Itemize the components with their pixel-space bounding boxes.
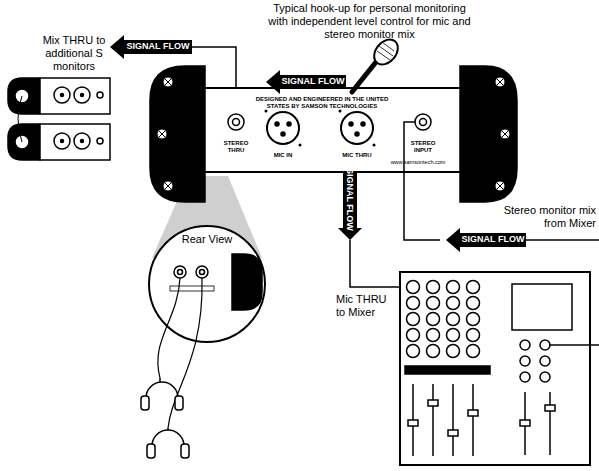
panel-label: MIC THRU <box>332 152 382 159</box>
inset-title: Rear View <box>167 233 247 246</box>
rear-view-inset: Rear View <box>149 226 265 342</box>
headphones <box>147 428 189 458</box>
mini-monitor <box>8 124 110 160</box>
note-label: Mic THRU to Mixer <box>336 293 398 319</box>
panel-label: MIC IN <box>263 152 303 159</box>
signal-flow-arrow: SIGNAL FLOW <box>345 167 356 231</box>
signal-flow-arrow: SIGNAL FLOW <box>124 41 192 52</box>
panel-label: www.samsontech.com <box>378 159 458 165</box>
caption-note: Typical hook-up for personal monitoring … <box>262 2 477 42</box>
mini-monitor <box>8 78 110 114</box>
panel-label: STEREO THRU <box>221 140 251 154</box>
note-label: Stereo monitor mix from Mixer <box>494 204 596 230</box>
headphones <box>141 378 183 410</box>
panel-label: STEREO INPUT <box>408 140 438 154</box>
panel-label: DESIGNED AND ENGINEERED IN THE UNITED ST… <box>247 96 397 110</box>
signal-flow-arrow: SIGNAL FLOW <box>460 234 526 245</box>
signal-flow-arrow: SIGNAL FLOW <box>280 76 346 87</box>
note-label: Mix THRU to additional S monitors <box>40 34 108 74</box>
